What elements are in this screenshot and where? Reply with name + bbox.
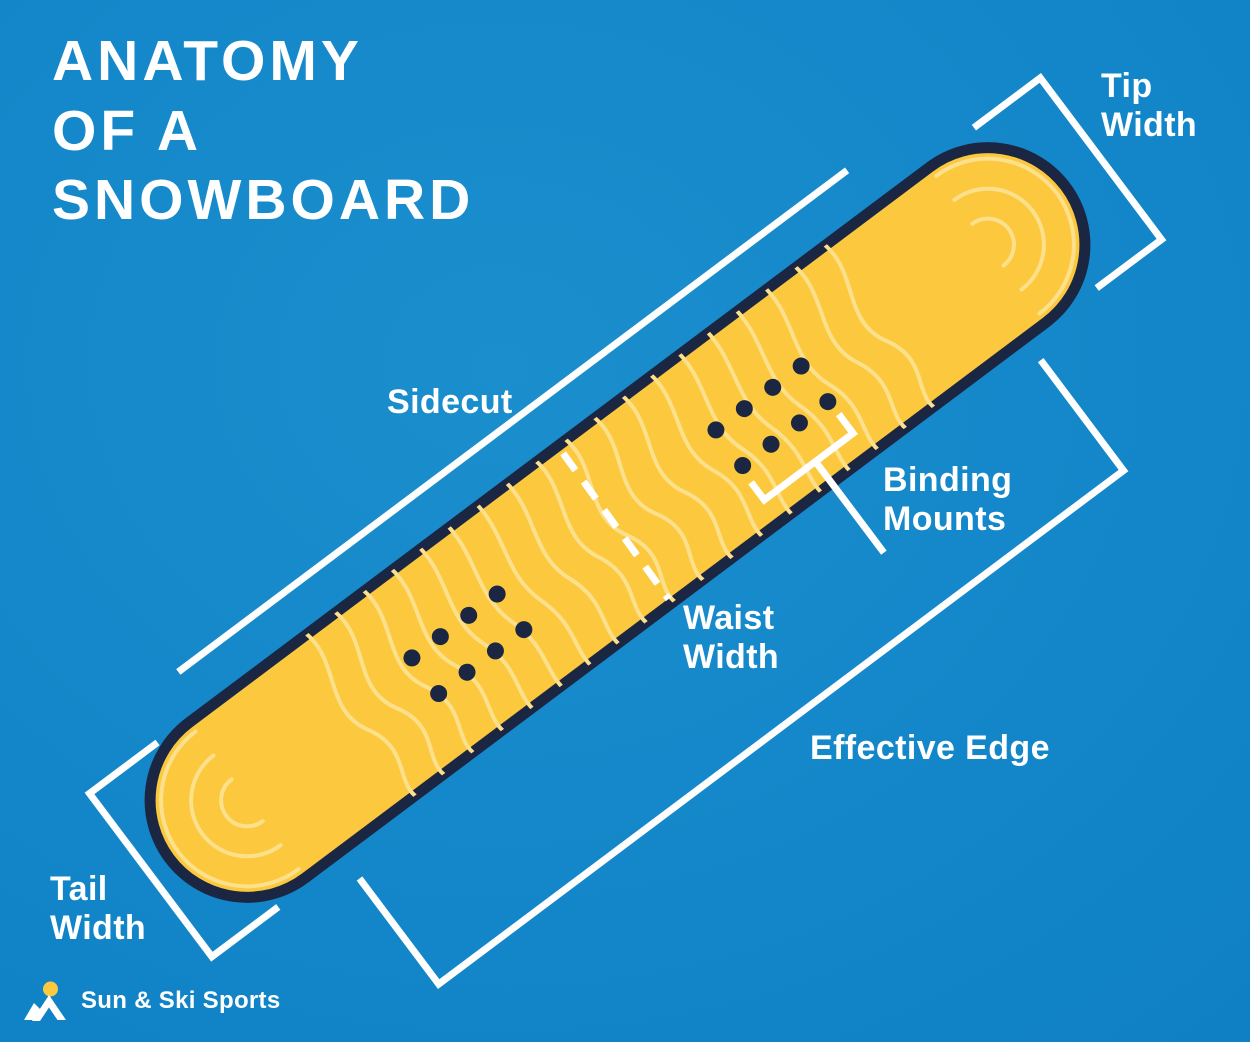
tail-width-bracket — [84, 739, 281, 962]
mountain-sun-icon — [24, 981, 66, 1021]
brand-logo: Sun & Ski Sports — [23, 978, 281, 1024]
label-sidecut: Sidecut — [387, 383, 513, 421]
title-line: OF A — [52, 98, 203, 163]
binding-leader-line — [812, 459, 887, 555]
sidecut-line — [176, 167, 850, 675]
label-waist-width: Waist Width — [683, 599, 780, 677]
page-title: ANATOMY OF A SNOWBOARD — [52, 27, 474, 236]
effective-edge-bracket — [356, 357, 1129, 990]
label-binding-mounts: Binding Mounts — [883, 461, 1013, 539]
tip-width-bracket — [971, 72, 1167, 291]
binding-mount-dots — [403, 357, 837, 703]
label-effective-edge: Effective Edge — [810, 729, 1050, 767]
label-tip-width: Tip Width — [1101, 67, 1198, 145]
label-tail-width: Tail Width — [50, 870, 147, 948]
waist-dash-line — [560, 451, 672, 602]
title-line: SNOWBOARD — [52, 168, 475, 233]
title-line: ANATOMY — [52, 29, 363, 93]
brand-name: Sun & Ski Sports — [81, 987, 281, 1014]
binding-bracket — [748, 411, 858, 505]
